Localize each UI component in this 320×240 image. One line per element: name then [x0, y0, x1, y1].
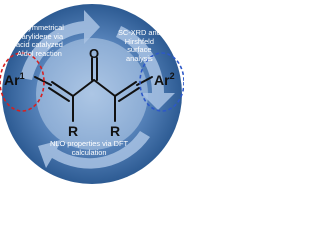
- oxygen-label: O: [89, 46, 99, 61]
- bond-c-alpha-right: [93, 79, 116, 97]
- substituent-left-label: R: [68, 123, 78, 139]
- double-bond-right-a: [114, 81, 137, 97]
- bond-left-aryl: [34, 76, 52, 86]
- aryl-right-label: Ar2: [154, 71, 175, 88]
- double-bond-left-b: [48, 87, 70, 102]
- note-analysis-line-4: analysis: [126, 53, 153, 63]
- note-calculation-line-2: calculation: [71, 147, 107, 157]
- reaction-cycle-diagram: O Ar1 Ar2 R R Unsymmetrical diarylidene …: [0, 0, 184, 189]
- double-bond-left-a: [51, 81, 74, 97]
- cycle-arrow-bottom: [38, 131, 150, 169]
- note-synthesis-line-4: Aldol reaction: [17, 48, 62, 58]
- cycle-arrow-top-left: [20, 10, 100, 80]
- inner-zone: [36, 38, 148, 150]
- cycle-graphic: O Ar1 Ar2 R R: [0, 4, 184, 184]
- cycle-arrows: [20, 10, 175, 169]
- substituent-right-label: R: [110, 123, 120, 139]
- note-synthesis-line-3: acid catalyzed: [16, 40, 63, 50]
- highlight-left-aryl: [0, 52, 45, 112]
- note-analysis-line-1: SC-XRD and: [118, 28, 161, 37]
- note-synthesis: Unsymmetrical diarylidene via acid catal…: [15, 23, 64, 58]
- note-calculation-line-1: NLO properties via DFT: [50, 139, 129, 148]
- bond-c-alpha-left: [72, 79, 95, 97]
- note-analysis: SC-XRD and Hirshfeld surface analysis: [118, 28, 161, 63]
- note-calculation: NLO properties via DFT calculation: [50, 139, 129, 157]
- double-bond-right-b: [118, 87, 140, 102]
- molecule: [34, 57, 153, 122]
- cycle-arrow-right: [116, 26, 175, 110]
- note-analysis-line-2: Hirshfeld: [124, 36, 154, 46]
- note-analysis-line-3: surface: [127, 45, 152, 55]
- aryl-left-label: Ar1: [4, 71, 25, 88]
- note-synthesis-line-2: diarylidene via: [15, 31, 64, 41]
- note-synthesis-line-1: Unsymmetrical: [15, 23, 64, 32]
- highlight-right-aryl: [139, 52, 184, 112]
